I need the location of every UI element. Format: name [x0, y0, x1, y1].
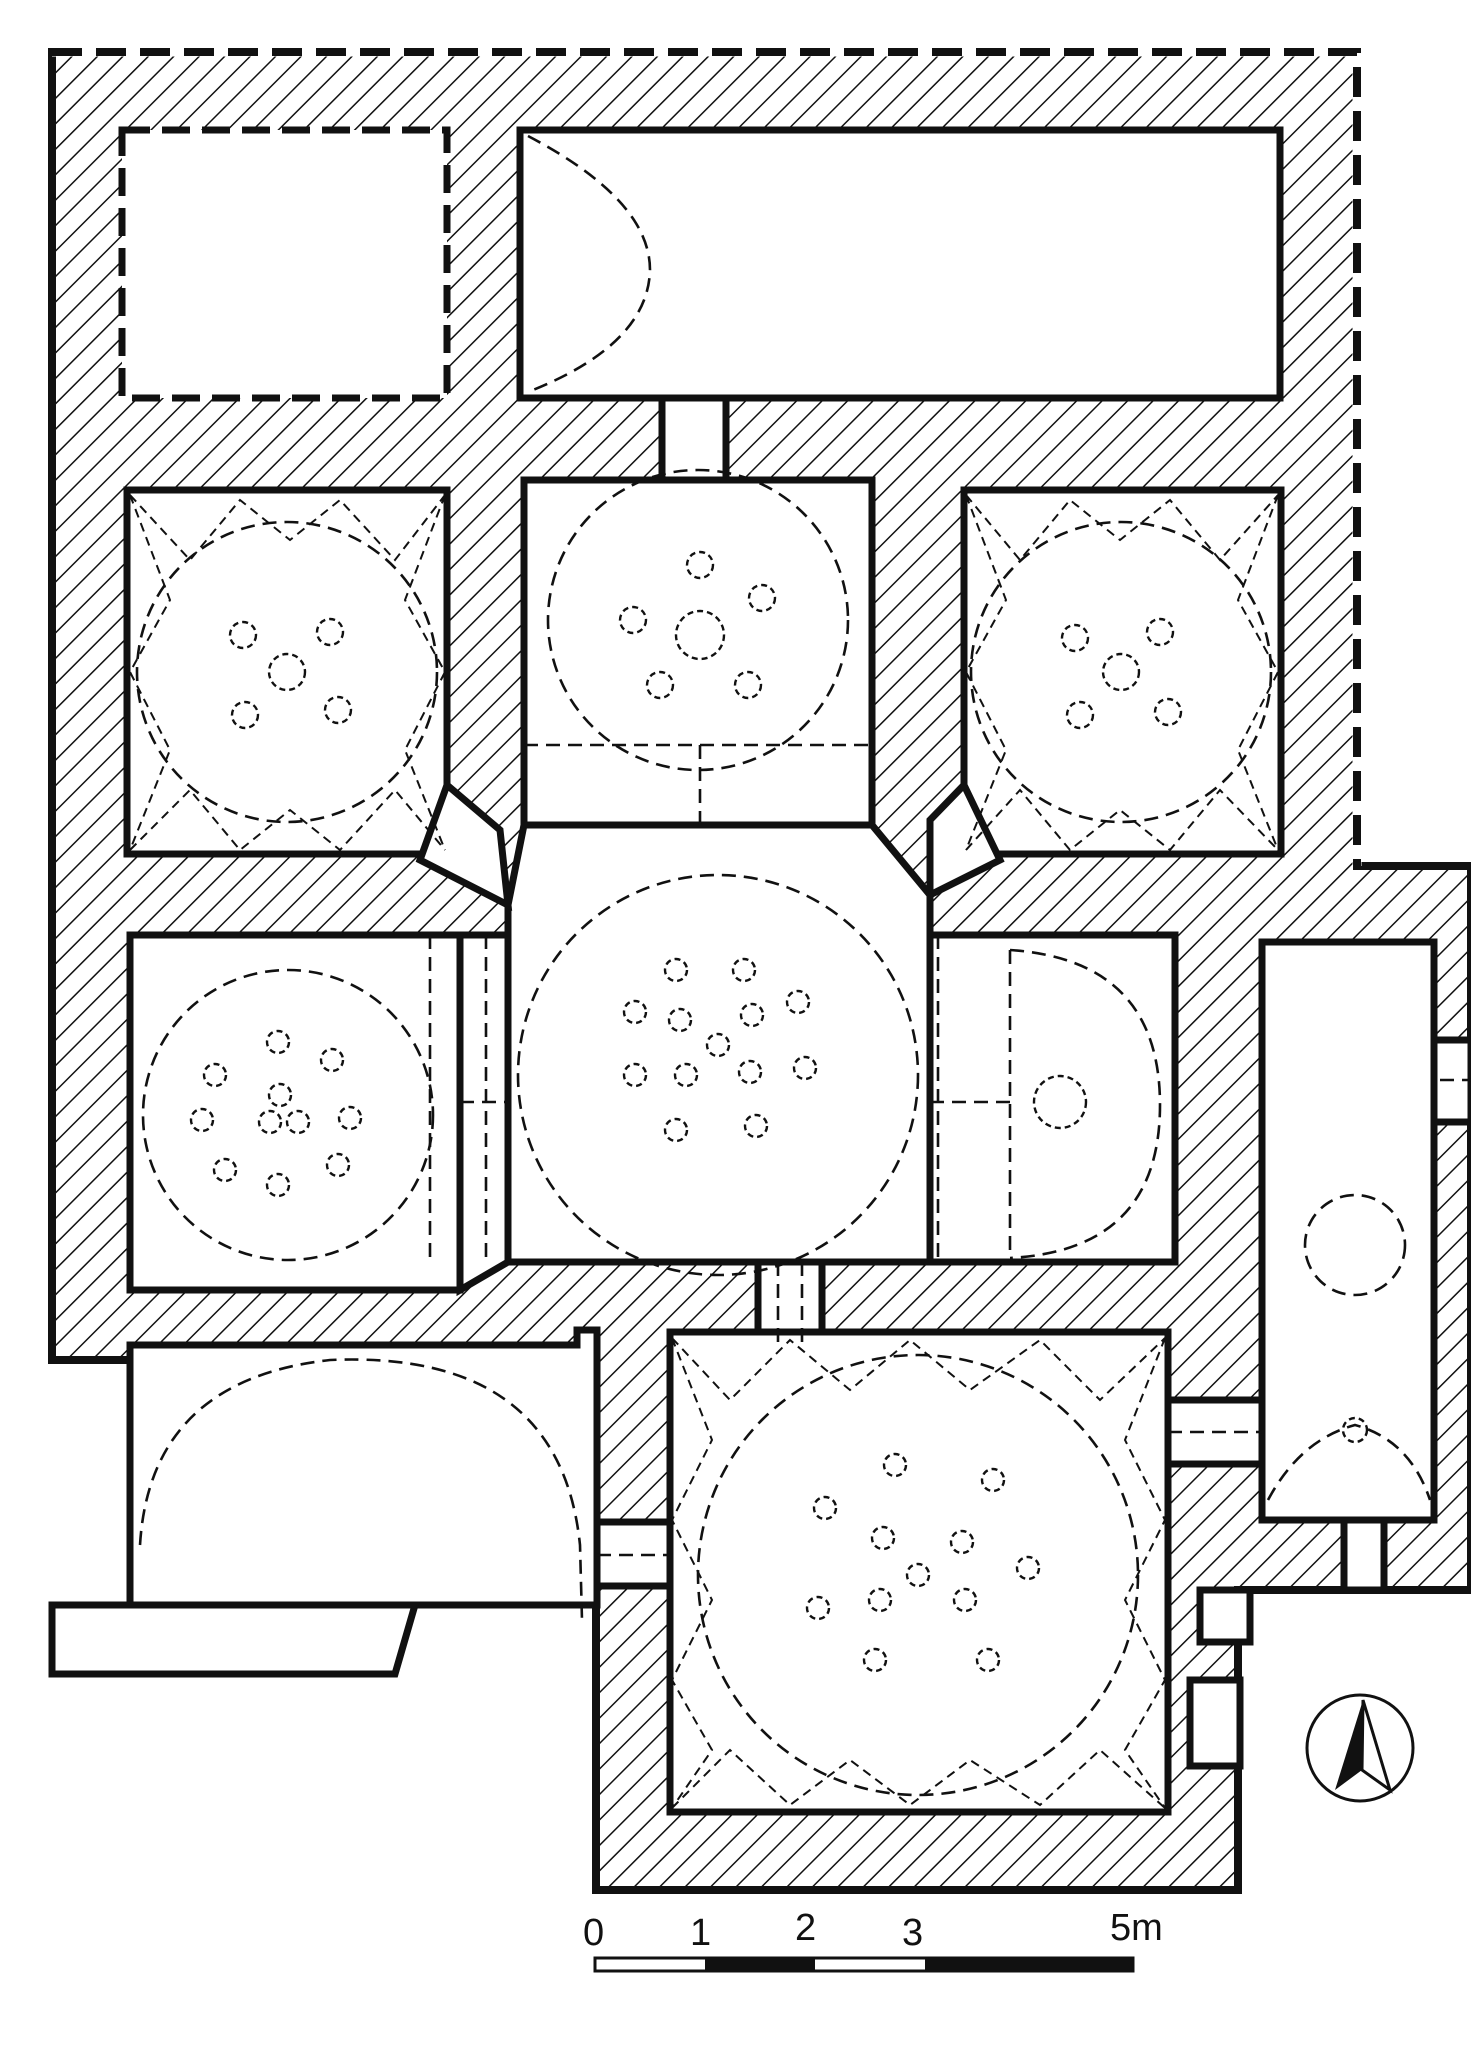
room-mid-right: [926, 931, 1179, 1266]
scale-label-5m: 5m: [1110, 1907, 1163, 1949]
room-top-left: [118, 126, 451, 402]
room-right-narrow: [1258, 938, 1438, 1524]
dome-mid-left: [141, 968, 435, 1262]
dome-right-narrow: [1303, 1193, 1407, 1297]
room-top-long: [516, 126, 1284, 402]
scale-label-1: 1: [690, 1912, 711, 1954]
doorway-top: [658, 394, 730, 484]
niche-a: [1196, 1586, 1254, 1646]
rooms: [118, 126, 1471, 1816]
room-lower-domed: [666, 1328, 1172, 1816]
scale-bar: 0 1 2 3 5m: [583, 1907, 1163, 1973]
scale-label-3: 3: [902, 1912, 923, 1954]
scale-label-0: 0: [583, 1912, 604, 1954]
small-circles: [189, 550, 1369, 1673]
dome-central: [516, 873, 920, 1277]
dome-upper-middle: [546, 468, 850, 772]
scale-label-2: 2: [795, 1907, 816, 1949]
scale-seg-1: [705, 1958, 815, 1971]
north-arrow-icon: [1305, 1693, 1415, 1803]
room-lower-left: [126, 1326, 601, 1609]
niche-b: [1186, 1676, 1244, 1770]
outer-ledge: [48, 1601, 420, 1678]
scale-seg-3: [925, 1958, 1133, 1971]
dome-upper-right: [969, 520, 1273, 824]
doorway-lower-left: [593, 1518, 674, 1590]
doorway-central-lower: [754, 1258, 826, 1336]
room-central: [504, 821, 934, 1266]
pendentive-ribs: [128, 494, 1280, 1809]
room-mid-left: [126, 931, 464, 1294]
dome-upper-left: [135, 520, 439, 824]
doorway-bottom-right: [1340, 1516, 1388, 1594]
